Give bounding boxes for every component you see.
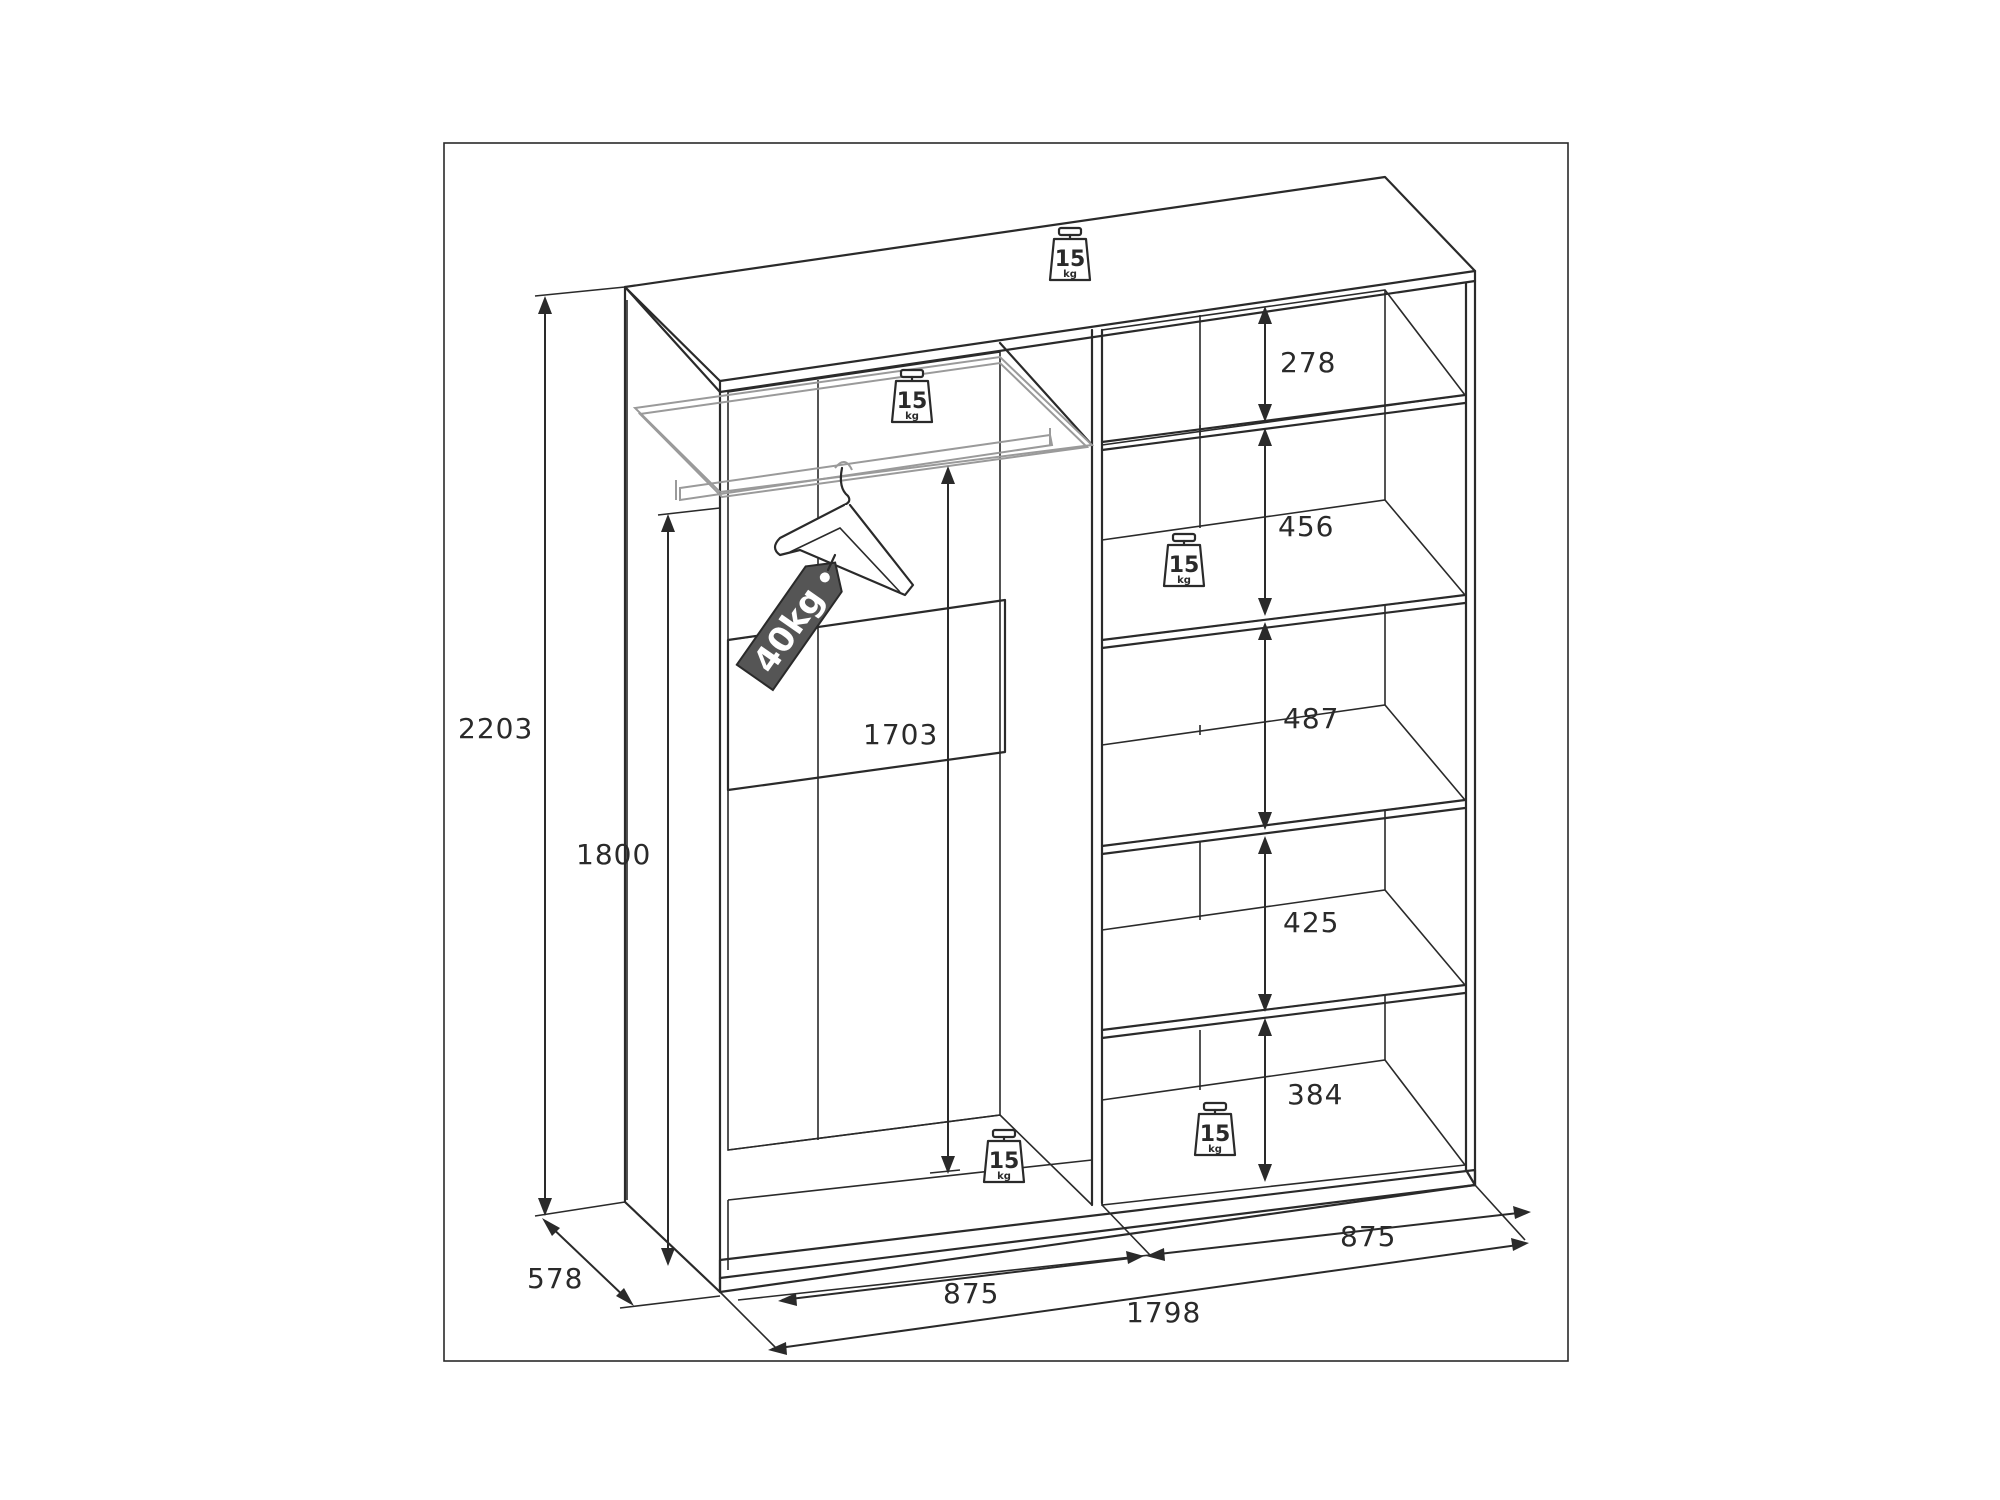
svg-text:kg: kg [1063, 269, 1077, 280]
weight-icon-right-bottom: 15 kg [1193, 1101, 1237, 1157]
rail-load-tag: 40kg [735, 561, 843, 692]
dim-side-height: 1800 [576, 838, 651, 871]
dimension-lines [534, 286, 1531, 1355]
svg-text:15: 15 [897, 389, 928, 414]
shelves [1100, 289, 1467, 1206]
frame-border [443, 142, 1569, 1362]
svg-text:15: 15 [1169, 553, 1200, 578]
dim-shelf-5: 384 [1287, 1078, 1343, 1111]
dim-total-height: 2203 [458, 712, 533, 745]
svg-text:kg: kg [1208, 1144, 1222, 1155]
dim-shelf-1: 278 [1280, 346, 1336, 379]
svg-text:kg: kg [997, 1171, 1011, 1182]
weight-icon-upper-shelf: 15 kg [890, 368, 934, 424]
dim-total-width: 1798 [1126, 1296, 1201, 1329]
weight-icon-top: 15 kg [1048, 226, 1092, 282]
svg-text:15: 15 [989, 1149, 1020, 1174]
hanger-icon [773, 466, 915, 597]
dim-left-width: 875 [943, 1277, 999, 1310]
dim-shelf-3: 487 [1283, 702, 1339, 735]
dim-right-width: 875 [1340, 1220, 1396, 1253]
svg-text:kg: kg [905, 411, 919, 422]
dim-depth: 578 [527, 1262, 583, 1295]
cabinet: 40kg [623, 175, 1477, 1294]
svg-text:15: 15 [1200, 1122, 1231, 1147]
dim-hanging-height: 1703 [863, 718, 938, 751]
weight-icon-left-bottom: 15 kg [982, 1128, 1026, 1184]
weight-icon-shelf-2: 15 kg [1162, 532, 1206, 588]
dim-shelf-4: 425 [1283, 906, 1339, 939]
svg-text:kg: kg [1177, 575, 1191, 586]
svg-text:15: 15 [1055, 247, 1086, 272]
dim-shelf-2: 456 [1278, 510, 1334, 543]
